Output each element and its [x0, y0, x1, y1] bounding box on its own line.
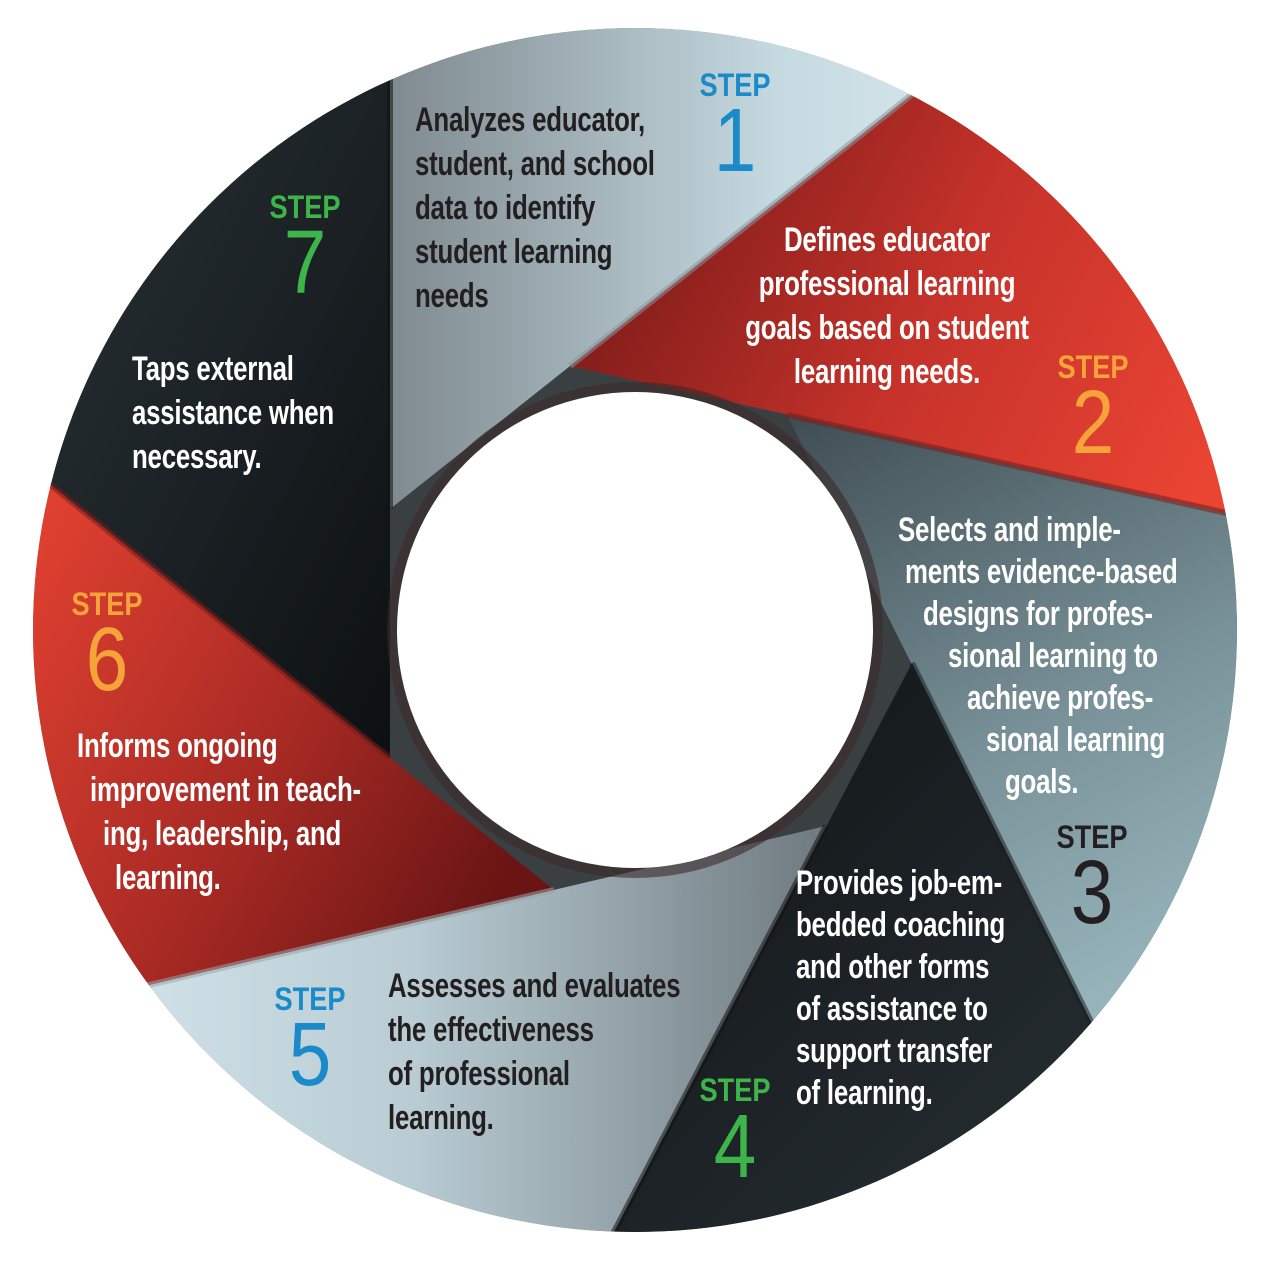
step-4-text: Provides job-em- — [796, 864, 1002, 902]
step-5-label: STEP — [274, 981, 346, 1017]
step-7-text: necessary. — [132, 438, 262, 476]
step-7-number: 7 — [283, 213, 327, 313]
step-5-text: learning. — [388, 1099, 494, 1137]
step-1-label: STEP — [699, 67, 771, 103]
step-7-text: Taps external — [132, 350, 294, 388]
step-5-text: of professional — [388, 1055, 570, 1093]
step-2-text: Defines educator — [783, 221, 991, 259]
step-2-text: professional learning — [758, 265, 1016, 303]
step-3-text: sional learning — [986, 721, 1165, 759]
step-3-text: ments evidence-based — [905, 553, 1178, 591]
step-5-text: the effectiveness — [388, 1011, 594, 1049]
step-2-text: goals based on student — [745, 309, 1029, 347]
step-4-text: and other forms — [796, 948, 990, 986]
step-7-label: STEP — [269, 189, 341, 225]
step-1-text: student, and school — [415, 145, 655, 183]
step-3-text: designs for profes- — [923, 595, 1153, 633]
step-6-text: ing, leadership, and — [103, 815, 342, 853]
step-3-text: sional learning to — [948, 637, 1158, 675]
step-2-label: STEP — [1057, 349, 1129, 385]
step-3-label: STEP — [1056, 819, 1128, 855]
step-4-text: support transfer — [796, 1032, 992, 1070]
step-2-number: 2 — [1071, 373, 1115, 473]
step-3-number: 3 — [1070, 843, 1114, 943]
divider-4-5 — [589, 824, 829, 1232]
step-6-text: learning. — [115, 859, 221, 897]
step-2-text: learning needs. — [793, 353, 981, 391]
divider-2-3 — [786, 412, 1237, 525]
step-5-text: Assesses and evaluates — [388, 967, 681, 1005]
step-4-text: of assistance to — [796, 990, 988, 1028]
step-4-label: STEP — [699, 1072, 771, 1108]
step-3-text: achieve profes- — [967, 679, 1154, 717]
step-1-text: data to identify — [415, 189, 596, 227]
step-6-text: Informs ongoing — [77, 727, 278, 765]
step-4-text: of learning. — [796, 1074, 933, 1112]
step-1-text: needs — [415, 277, 489, 315]
divider-6-7 — [33, 441, 392, 761]
center-hole — [397, 392, 873, 868]
step-3-text: goals. — [1005, 763, 1079, 801]
step-4-text: bedded coaching — [796, 906, 1006, 944]
step-1-text: Analyzes educator, — [415, 101, 645, 139]
step-7-text: assistance when — [132, 394, 334, 432]
step-6-text: improvement in teach- — [90, 771, 361, 809]
segment-step-6 — [33, 444, 554, 1020]
step-1-number: 1 — [713, 91, 757, 191]
step-6-number: 6 — [85, 610, 129, 710]
step-5-number: 5 — [288, 1005, 332, 1105]
step-3-text: Selects and imple- — [898, 511, 1121, 549]
step-1-text: student learning — [415, 233, 613, 271]
step-6-label: STEP — [71, 586, 143, 622]
step-4-number: 4 — [713, 1097, 757, 1197]
